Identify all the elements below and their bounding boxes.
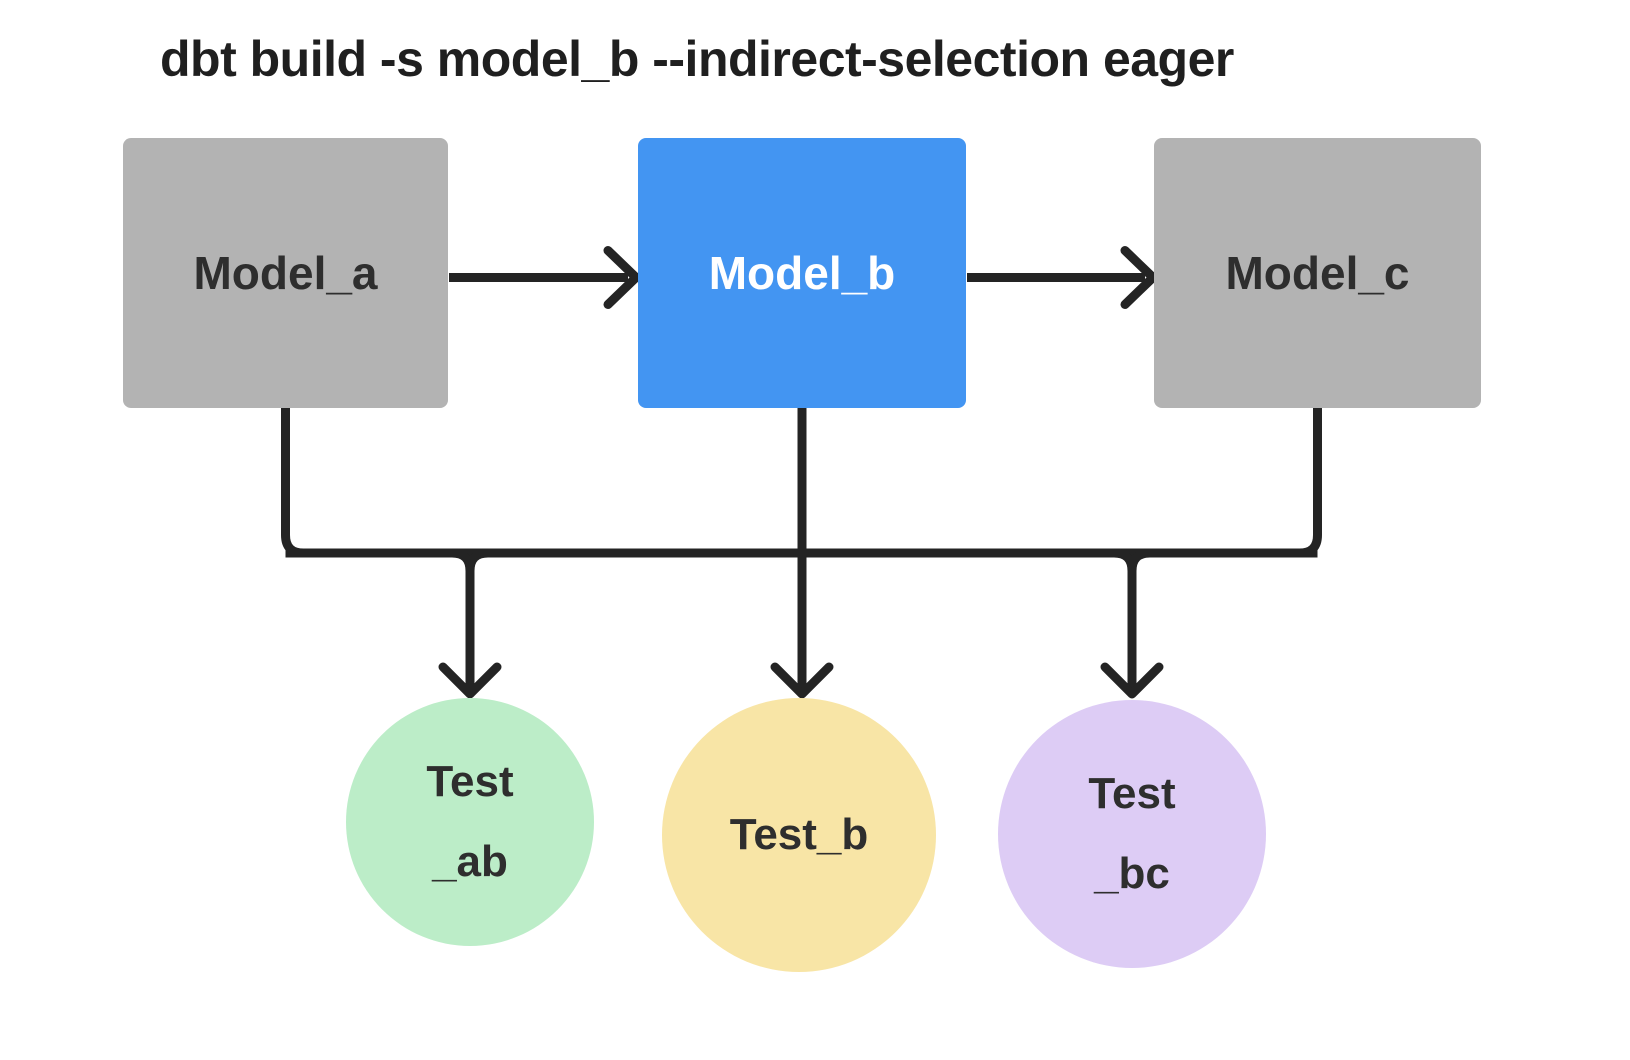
node-model-a-label: Model_a bbox=[193, 247, 378, 299]
node-test-ab: Test _ab bbox=[346, 698, 594, 946]
node-test-b-label: Test_b bbox=[729, 810, 869, 859]
edge-branch-test-bc-left bbox=[802, 548, 1137, 690]
arrowhead-down-icon bbox=[770, 662, 834, 699]
node-model-b-label: Model_b bbox=[708, 247, 896, 299]
diagram-title: dbt build -s model_b --indirect-selectio… bbox=[160, 31, 1234, 87]
edge-branch-test-bc-right bbox=[1127, 548, 1318, 690]
node-test-bc-label: Test _bc bbox=[1088, 769, 1176, 898]
node-model-b: Model_b bbox=[638, 138, 966, 408]
edge-branch-test-ab-right bbox=[465, 548, 802, 690]
node-test-ab-label: Test _ab bbox=[426, 757, 514, 886]
node-model-a: Model_a bbox=[123, 138, 448, 408]
node-model-c: Model_c bbox=[1154, 138, 1481, 408]
arrowhead-down-icon bbox=[438, 662, 502, 699]
arrowhead-right-icon bbox=[603, 246, 641, 309]
node-test-b: Test_b bbox=[662, 698, 936, 972]
node-test-bc: Test _bc bbox=[998, 700, 1266, 968]
node-model-c-label: Model_c bbox=[1225, 247, 1410, 299]
arrowhead-right-icon bbox=[1120, 246, 1158, 309]
arrowhead-down-icon bbox=[1100, 662, 1164, 699]
